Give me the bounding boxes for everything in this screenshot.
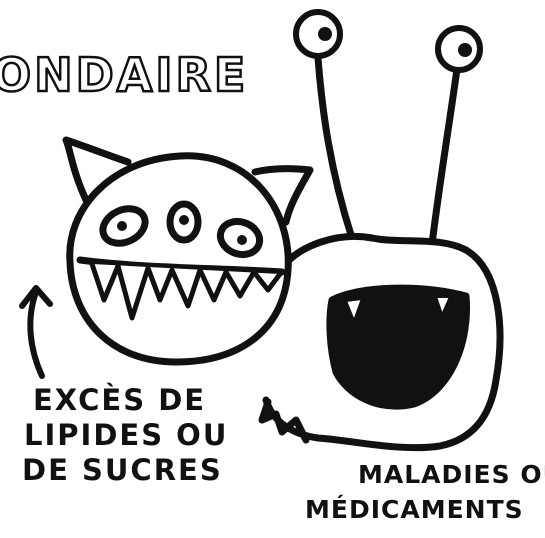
left-caption-line-3: DE SUCRES [22,453,223,487]
fat-sugar-monster-illustration [62,136,314,366]
curved-arrow-icon [19,285,53,379]
right-caption-line-1: MALADIES OU [358,460,545,489]
right-caption-line-2: MÉDICAMENTS [305,495,524,524]
right-monster-eyes [293,9,483,73]
disease-medication-monster-illustration [258,54,504,452]
left-caption-line-2: LIPIDES OU [24,418,229,452]
title-partial: ONDAIRE [0,48,249,102]
left-caption-line-1: EXCÈS DE [33,383,207,417]
